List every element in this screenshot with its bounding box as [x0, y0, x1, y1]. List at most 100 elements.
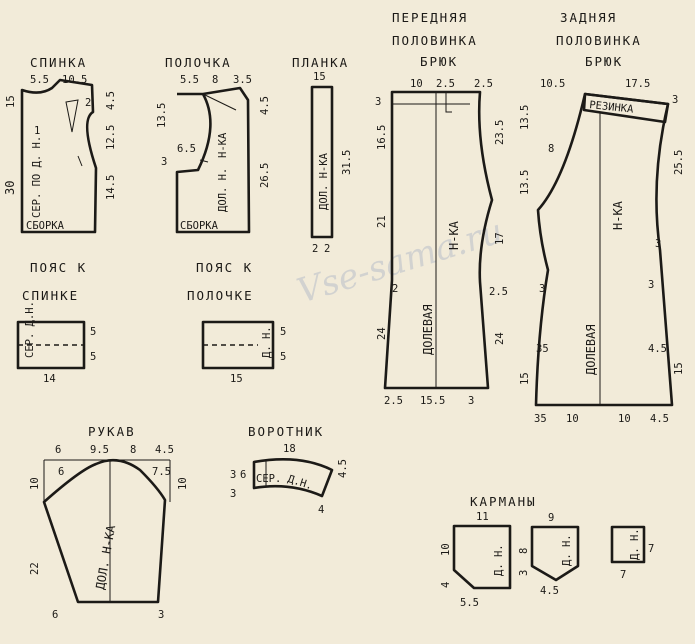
- back-trousers-outline: [534, 92, 674, 407]
- pocket-1-outline: [452, 524, 512, 590]
- front-trousers-fly: [445, 92, 452, 113]
- back-trousers-dim-5: 8: [548, 143, 554, 155]
- front-dim-6: 6.5: [177, 143, 196, 155]
- pocket-2-label: Д. Н.: [561, 534, 573, 566]
- back-title: СПИНКА: [30, 55, 87, 70]
- sleeve-dim-9: 22: [29, 562, 41, 575]
- front-piece: ПОЛОЧКА 5.5 8 3.5 13.5 4.5 6.5 3 26.5 Н-…: [156, 55, 271, 234]
- front-dim-7: 3: [161, 156, 167, 168]
- back-dart: [65, 99, 79, 133]
- collar-outline: [252, 458, 334, 498]
- sleeve-dim-2: 9.5: [90, 444, 109, 456]
- back-trousers-dim-1: 10.5: [540, 78, 565, 90]
- pocket-1-dim-1: 11: [476, 511, 489, 523]
- front-trousers-piece: ПЕРЕДНЯЯ ПОЛОВИНКА БРЮК 10 2.5 2.5 3 16.…: [375, 10, 508, 407]
- back-trousers-title-3: БРЮК: [585, 54, 623, 69]
- front-dim-8: 26.5: [259, 163, 271, 188]
- back-dim-3: 15: [5, 95, 17, 108]
- sleeve-dim-5: 10: [29, 477, 41, 490]
- back-belt-label: СЕР. Д.Н.: [24, 301, 36, 358]
- sleeve-dim-4: 4.5: [155, 444, 174, 456]
- front-label-2: ДОЛ. Н.: [217, 168, 229, 212]
- sleeve-dim-11: 3: [158, 609, 164, 621]
- front-dim-5: 4.5: [259, 96, 271, 115]
- back-belt-piece: ПОЯС К СПИНКЕ 5 5 14 СЕР. Д.Н.: [16, 260, 96, 385]
- back-trousers-dim-14: 15: [673, 362, 685, 375]
- back-trousers-dim-6: 25.5: [673, 150, 685, 175]
- pocket-2-dim-4: 4.5: [540, 585, 559, 597]
- pocket-3-outline: [610, 525, 646, 564]
- pocket-2-dim-2: 3: [518, 570, 530, 576]
- sleeve-outline: [42, 458, 167, 604]
- back-trousers-label-3: ДОЛЕВАЯ: [584, 324, 598, 375]
- back-piece: СПИНКА 5.5 10.5 15 2 4.5 12.5 14.5 30 1 …: [3, 55, 117, 234]
- sleeve-dim-3: 8: [130, 444, 136, 456]
- front-notch: [199, 159, 209, 163]
- placket-dim-4: 2: [324, 243, 330, 255]
- front-trousers-title-1: ПЕРЕДНЯЯ: [392, 10, 468, 25]
- back-notch: [77, 155, 83, 167]
- pocket-2-outline: [530, 525, 580, 582]
- front-trousers-dim-9: 2: [392, 283, 398, 295]
- back-belt-dim-2: 5: [90, 351, 96, 363]
- pocket-3-label: Д. Н.: [629, 528, 641, 560]
- back-trousers-dim-17: 10: [618, 413, 631, 425]
- front-dim-4: 13.5: [156, 103, 168, 128]
- back-trousers-dim-2: 17.5: [625, 78, 650, 90]
- sleeve-dim-6: 6: [58, 466, 64, 478]
- pockets-group: КАРМАНЫ 11 10 4 5.5 Д. Н. 9 3 8 4.5 Д. Н…: [440, 494, 654, 609]
- back-trousers-title-2: ПОЛОВИНКА: [556, 33, 642, 48]
- front-trousers-label-2: ДОЛЕВАЯ: [421, 304, 435, 355]
- pocket-3-dim-2: 7: [620, 569, 626, 581]
- back-trousers-title-1: ЗАДНЯЯ: [560, 10, 617, 25]
- front-trousers-label-1: Н-КА: [447, 220, 461, 250]
- back-belt-dim-1: 5: [90, 326, 96, 338]
- front-title: ПОЛОЧКА: [165, 55, 232, 70]
- back-dim-1: 5.5: [30, 74, 49, 86]
- pocket-2-dim-3: 8: [518, 548, 530, 554]
- back-trousers-waistband: [582, 92, 670, 124]
- back-belt-dim-3: 14: [43, 373, 56, 385]
- sleeve-label: ДОЛ. Н-КА: [93, 523, 118, 590]
- front-dim-3: 3.5: [233, 74, 252, 86]
- back-trousers-dim-8: 3: [655, 238, 661, 250]
- placket-piece: ПЛАНКА 15 31.5 2 2 ДОЛ. Н-КА: [292, 55, 353, 255]
- pockets-title: КАРМАНЫ: [470, 494, 537, 509]
- pocket-2-dim-1: 9: [548, 512, 554, 524]
- sleeve-dim-1: 6: [55, 444, 61, 456]
- back-label-1: СЕР. ПО Д. Н.: [31, 136, 43, 218]
- front-trousers-dim-13: 2.5: [384, 395, 403, 407]
- back-belt-title-1: ПОЯС К: [30, 260, 87, 275]
- front-trousers-dim-2: 2.5: [436, 78, 455, 90]
- front-trousers-dim-6: 23.5: [494, 120, 506, 145]
- front-trousers-title-2: ПОЛОВИНКА: [392, 33, 478, 48]
- back-trousers-dim-7: 13.5: [519, 170, 531, 195]
- back-trousers-label-1: РЕЗИНКА: [589, 99, 635, 116]
- back-dim-7: 14.5: [105, 175, 117, 200]
- front-trousers-dim-8: 17: [494, 232, 506, 245]
- front-trousers-outline: [383, 90, 494, 390]
- front-belt-dim-2: 5: [280, 351, 286, 363]
- front-label-3: СБОРКА: [180, 220, 219, 232]
- back-dim-8: 30: [3, 181, 17, 195]
- back-trousers-dim-11: 35: [536, 343, 549, 355]
- pocket-2: 9 3 8 4.5 Д. Н.: [518, 512, 580, 597]
- front-belt-title-2: ПОЛОЧКЕ: [187, 288, 254, 303]
- collar-dim-6: 4: [318, 504, 324, 516]
- front-trousers-dim-14: 15.5: [420, 395, 445, 407]
- front-trousers-dim-5: 16.5: [376, 125, 388, 150]
- back-outline: [20, 78, 98, 234]
- sleeve-piece: РУКАВ 6 9.5 8 4.5 10 6 7.5 10 22 6 3 ДОЛ…: [29, 424, 189, 621]
- collar-piece: ВОРОТНИК 18 3 6 3 4.5 4 СЕР. Д.Н.: [230, 424, 349, 516]
- sleeve-dim-10: 6: [52, 609, 58, 621]
- front-belt-dim-3: 15: [230, 373, 243, 385]
- front-belt-dim-1: 5: [280, 326, 286, 338]
- watermark: Vse-sama.ru: [293, 211, 508, 311]
- front-belt-title-1: ПОЯС К: [196, 260, 253, 275]
- front-outline: [175, 86, 251, 234]
- back-trousers-dim-10: 3: [648, 279, 654, 291]
- pocket-1-dim-4: 5.5: [460, 597, 479, 609]
- pocket-1-label: Д. Н.: [493, 544, 505, 576]
